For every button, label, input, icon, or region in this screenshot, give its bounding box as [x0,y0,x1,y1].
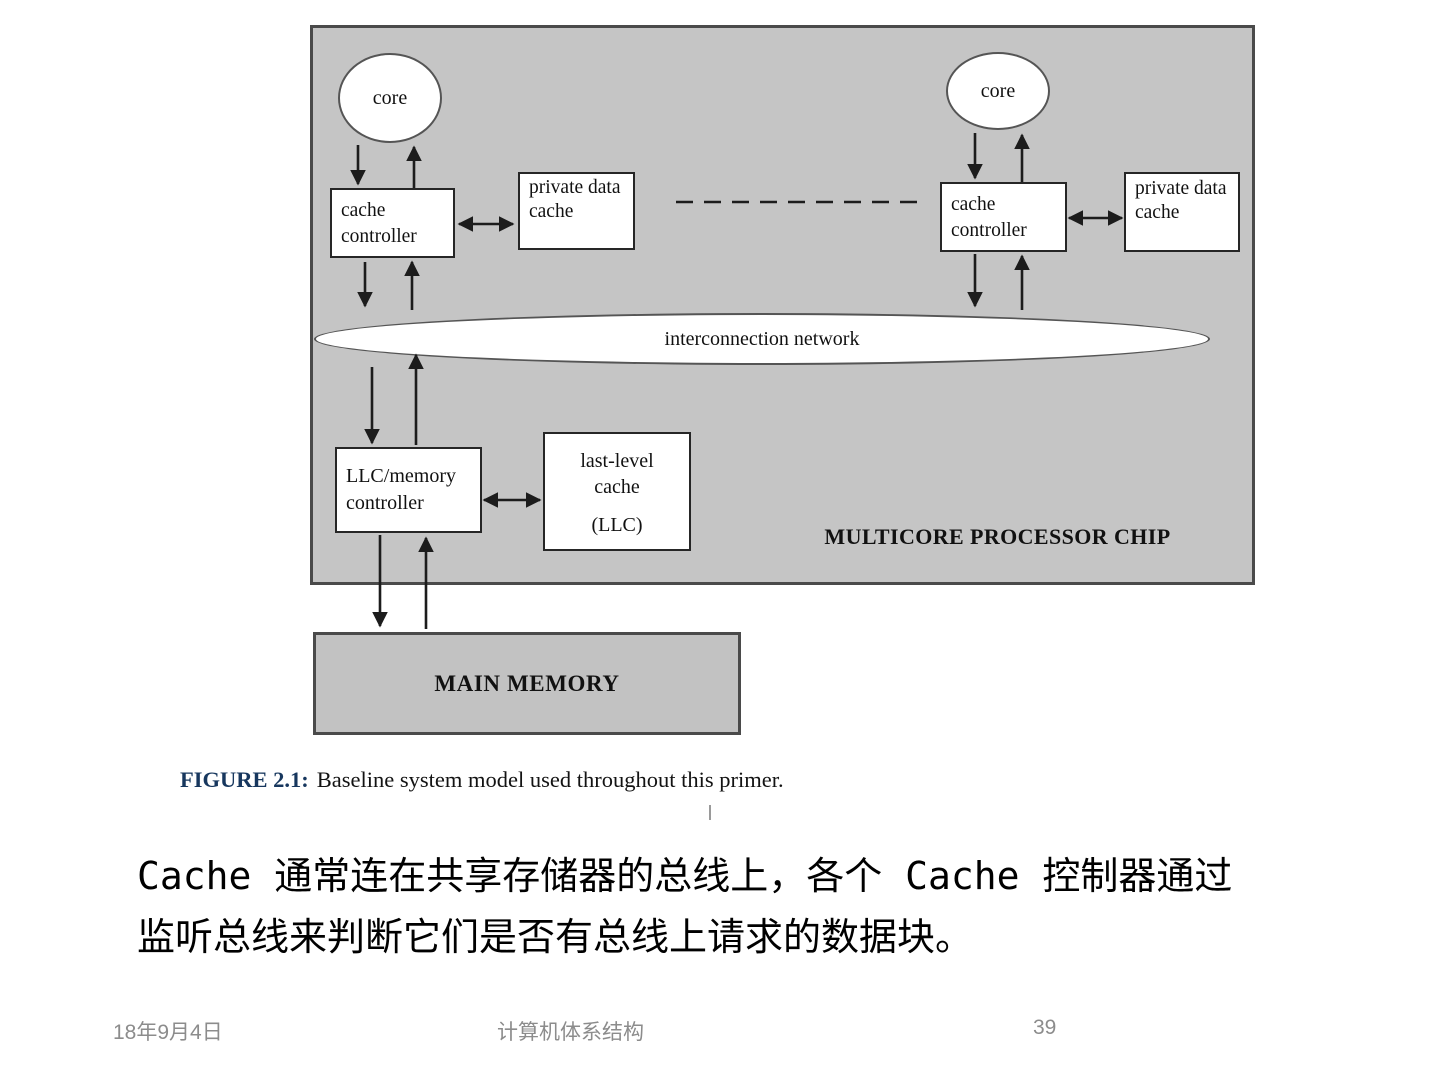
main-memory-label: MAIN MEMORY [434,670,620,696]
interconnection-network-ellipse: interconnection network [314,313,1210,365]
core-left: core [338,53,442,143]
llc-memory-controller-label: LLC/memory controller [346,465,456,514]
body-text-line1: Cache 通常连在共享存储器的总线上，各个 Cache 控制器通过 [137,854,1233,898]
private-data-cache-left: private data cache [518,172,635,250]
private-data-cache-right: private data cache [1124,172,1240,252]
llc-memory-controller: LLC/memory controller [335,447,482,533]
footer-date: 18年9月4日 [113,1021,223,1044]
multicore-chip-label: MULTICORE PROCESSOR CHIP [824,524,1171,549]
last-level-cache: last-level cache (LLC) [543,432,691,551]
caret-artifact [709,805,711,820]
main-memory-box: MAIN MEMORY [313,632,741,735]
core-right: core [946,52,1050,130]
diagram-arrows [350,133,1124,629]
body-text: Cache 通常连在共享存储器的总线上，各个 Cache 控制器通过 监听总线来… [137,846,1367,968]
figure-caption: FIGURE 2.1: Baseline system model used th… [180,767,784,793]
last-level-cache-label: last-level cache [580,450,654,498]
last-level-cache-abbrev: (LLC) [591,514,643,536]
body-text-line2: 监听总线来判断它们是否有总线上请求的数据块。 [137,915,974,959]
cache-controller-left: cache controller [330,188,455,258]
footer-page-number: 39 [1033,1016,1057,1039]
cache-controller-right: cache controller [940,182,1067,252]
core-right-label: core [980,79,1016,102]
interconnection-network-label: interconnection network [664,327,860,350]
private-data-cache-right-label: private data cache [1135,178,1227,223]
footer-course-title: 计算机体系结构 [497,1021,644,1044]
figure-caption-text: Baseline system model used throughout th… [316,767,784,792]
figure-caption-number: FIGURE 2.1: [180,767,309,792]
private-data-cache-left-label: private data cache [529,177,621,222]
core-left-label: core [372,86,408,109]
cache-controller-right-label: cache controller [951,194,1027,241]
cache-controller-left-label: cache controller [341,200,417,247]
